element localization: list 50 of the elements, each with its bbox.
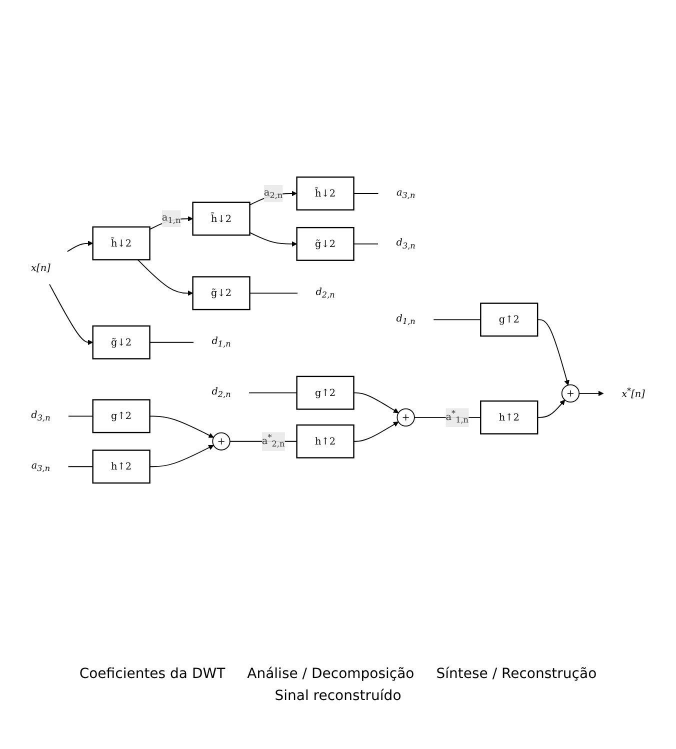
arrow <box>578 390 604 396</box>
connector <box>68 466 94 468</box>
node-box: g̃↓2 <box>92 325 150 360</box>
connector <box>248 392 298 394</box>
caption-text: Coeficientes da DWT <box>79 666 226 682</box>
arrow <box>49 284 94 345</box>
arrow <box>137 259 194 296</box>
connector <box>68 416 94 417</box>
node-box: h↑2 <box>92 450 150 484</box>
node-box: h↑2 <box>480 400 538 434</box>
arrow <box>353 392 399 414</box>
arrow <box>537 400 566 418</box>
node-text: d$_{2,n}$ <box>316 286 335 300</box>
node-box: g̃↓2 <box>296 226 354 261</box>
caption-text: Análise / Decomposição <box>247 666 414 682</box>
node-box: g↑2 <box>480 302 538 337</box>
node-text: d$_{2,n}$ <box>212 385 231 400</box>
connector <box>353 243 378 244</box>
node-box: h↑2 <box>296 424 354 458</box>
node-text: d$_{3,n}$ <box>31 408 50 423</box>
node-text: x[n] <box>31 262 50 274</box>
connector <box>433 319 482 320</box>
node-box: h̃↓2 <box>296 176 354 210</box>
node-text: d$_{1,n}$ <box>396 312 416 326</box>
arrow <box>149 444 214 468</box>
arrow <box>149 416 214 438</box>
node-text: a$_{3,n}$ <box>396 186 416 200</box>
node-circle: + <box>212 432 230 450</box>
node-box: g̃↓2 <box>192 276 250 310</box>
node-text: d$_{1,n}$ <box>212 334 231 350</box>
edge-label: a$_{1,n}$ <box>162 211 181 226</box>
node-box: h̃↓2 <box>192 202 250 236</box>
node-box: g↑2 <box>296 376 354 410</box>
edge-label: a$_{2,n}$ <box>264 186 283 200</box>
connector <box>249 292 298 294</box>
arrow <box>249 232 298 247</box>
arrow <box>66 240 94 252</box>
arrow <box>353 422 399 442</box>
node-text: d$_{3,n}$ <box>396 236 416 251</box>
node-text: x$^{*}$[n] <box>622 386 645 400</box>
connector <box>149 342 194 343</box>
node-circle: + <box>561 384 580 402</box>
arrow <box>537 319 570 386</box>
node-circle: + <box>396 408 415 426</box>
caption-text: Síntese / Reconstrução <box>436 666 597 682</box>
node-text: a$_{3,n}$ <box>31 459 50 474</box>
node-box: h̃↓2 <box>92 226 150 260</box>
node-box: g↑2 <box>92 399 150 434</box>
connector <box>353 192 379 194</box>
caption-text: Sinal reconstruído <box>274 688 402 704</box>
